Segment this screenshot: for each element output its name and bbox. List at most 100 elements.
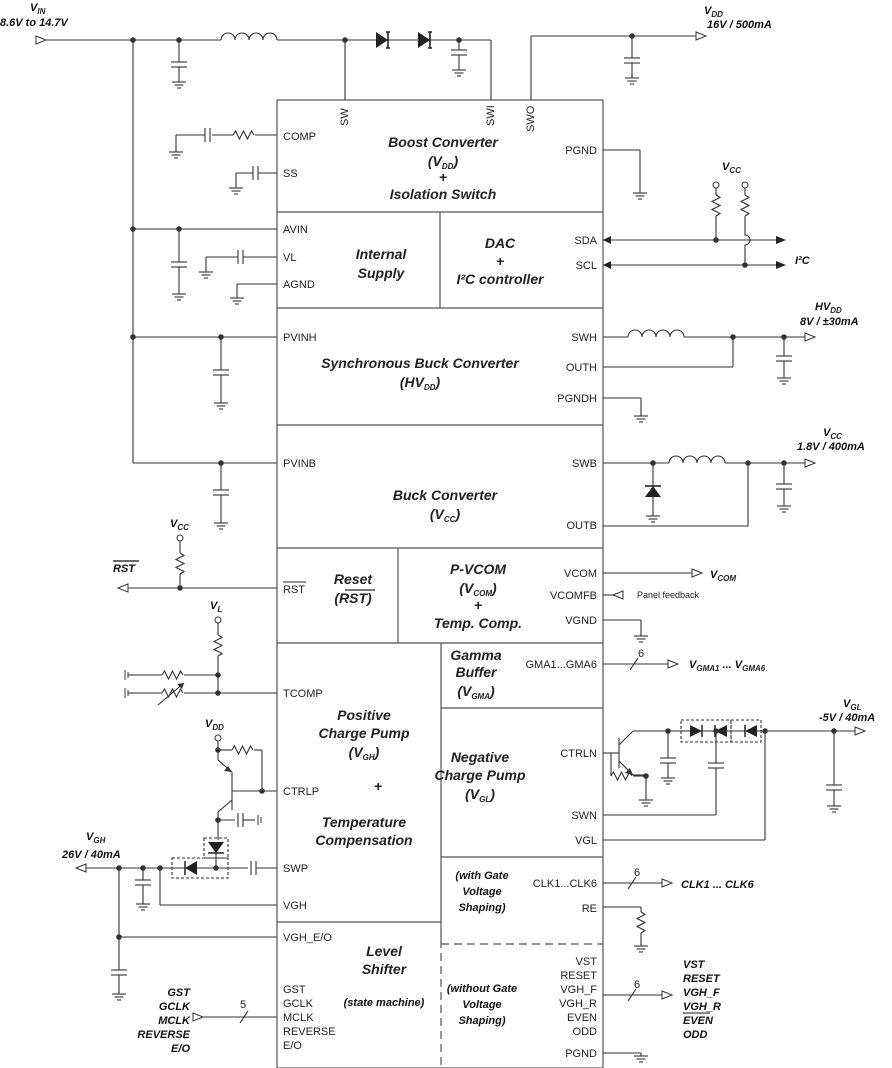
svg-text:AVIN: AVIN <box>283 224 308 236</box>
positive-charge-pump-block: Positive Charge Pump (VGH) + Temperature… <box>315 707 412 848</box>
svg-text:PVINH: PVINH <box>283 332 317 344</box>
svg-text:Buck Converter: Buck Converter <box>393 487 499 503</box>
sync-buck-block: Synchronous Buck Converter (HVDD) <box>321 355 520 392</box>
svg-text:RESET: RESET <box>683 973 721 985</box>
svg-text:VCC: VCC <box>823 427 842 441</box>
svg-text:Gamma: Gamma <box>450 647 502 663</box>
svg-text:COMP: COMP <box>283 131 316 143</box>
svg-text:OUTB: OUTB <box>566 520 597 532</box>
svg-text:VDD: VDD <box>704 5 723 19</box>
vdd-output: VDD 16V / 500mA <box>530 5 772 100</box>
svg-text:Temperature: Temperature <box>322 814 407 830</box>
vcc-output: VCC 1.8V / 400mA <box>603 427 865 527</box>
svg-text:VL: VL <box>283 252 296 264</box>
i2c-bus: VCC I²C <box>603 161 811 269</box>
svg-text:6: 6 <box>634 979 640 991</box>
rst-output: VCC RST <box>113 518 277 593</box>
svg-text:26V / 40mA: 26V / 40mA <box>61 849 121 861</box>
dac-block: DAC + I²C controller <box>456 235 545 287</box>
comp-network <box>168 127 277 159</box>
svg-text:E/O: E/O <box>171 1043 190 1055</box>
pvcom-block: P-VCOM (VCOM) + Temp. Comp. <box>434 561 522 631</box>
svg-text:CTRLP: CTRLP <box>283 786 319 798</box>
with-gate-voltage-shaping-label: (with Gate Voltage Shaping) <box>455 870 508 914</box>
vgl-network: VGL -5V / 40mA <box>603 698 875 841</box>
svg-text:SDA: SDA <box>574 235 597 247</box>
svg-text:DAC: DAC <box>485 235 516 251</box>
buck-converter-block: Buck Converter (VCC) <box>393 487 499 524</box>
svg-text:(HVDD): (HVDD) <box>400 374 441 392</box>
svg-text:GMA1...GMA6: GMA1...GMA6 <box>525 659 597 671</box>
svg-text:(with Gate: (with Gate <box>455 870 508 882</box>
svg-text:8V / ±30mA: 8V / ±30mA <box>800 316 859 328</box>
svg-text:(VCC): (VCC) <box>430 506 461 524</box>
gamma-output: 6 VGMA1 ... VGMA6 <box>603 648 766 673</box>
svg-text:MCLK: MCLK <box>283 1012 314 1024</box>
svg-text:(RST): (RST) <box>334 590 372 606</box>
svg-text:6: 6 <box>634 867 640 879</box>
svg-text:Shaping): Shaping) <box>458 902 505 914</box>
svg-text:(VCOM): (VCOM) <box>459 580 497 598</box>
svg-text:SWI: SWI <box>485 105 497 126</box>
pgnd2-ground <box>603 1052 648 1063</box>
ic-outline <box>276 99 604 1068</box>
svg-text:ODD: ODD <box>683 1029 708 1041</box>
svg-text:(without Gate: (without Gate <box>447 983 517 995</box>
swi-wiring <box>430 37 492 100</box>
svg-text:(VDD): (VDD) <box>428 153 459 171</box>
svg-text:I²C: I²C <box>795 255 811 267</box>
svg-text:REVERSE: REVERSE <box>283 1026 336 1038</box>
re-resistor <box>603 906 649 953</box>
svg-text:Shaping): Shaping) <box>458 1015 505 1027</box>
svg-text:6: 6 <box>638 648 644 660</box>
svg-text:VCC: VCC <box>170 518 189 532</box>
svg-text:Negative: Negative <box>451 749 510 765</box>
svg-text:VST: VST <box>683 959 706 971</box>
svg-text:Voltage: Voltage <box>462 886 501 898</box>
ss-capacitor <box>228 165 277 195</box>
vcom-output: VCOM Panel feedback <box>603 568 736 643</box>
svg-text:Charge Pump: Charge Pump <box>318 725 409 741</box>
svg-text:EVEN: EVEN <box>567 1012 597 1024</box>
pgndh-ground <box>603 397 649 423</box>
svg-text:VGMA1 ... VGMA6: VGMA1 ... VGMA6 <box>689 659 766 673</box>
svg-text:Shifter: Shifter <box>362 961 408 977</box>
svg-text:+: + <box>374 778 382 794</box>
level-shifter-block: Level Shifter (state machine) <box>344 943 425 1009</box>
svg-text:5: 5 <box>240 999 246 1011</box>
svg-text:Reset: Reset <box>334 571 373 587</box>
svg-text:VGH: VGH <box>86 831 106 845</box>
svg-text:Boost Converter: Boost Converter <box>388 134 499 150</box>
svg-text:(VGH): (VGH) <box>349 744 380 762</box>
svg-text:PGND: PGND <box>565 1048 597 1060</box>
svg-text:VGH_R: VGH_R <box>683 1001 721 1013</box>
ctrlp-network: VDD <box>205 718 277 840</box>
svg-text:VGL: VGL <box>575 835 597 847</box>
negative-charge-pump-block: Negative Charge Pump (VGL) <box>434 749 525 804</box>
svg-text:Synchronous Buck Converter: Synchronous Buck Converter <box>321 355 520 371</box>
svg-text:GCLK: GCLK <box>283 998 314 1010</box>
svg-text:RST: RST <box>113 563 136 575</box>
vgh-network: VGH 26V / 40mA <box>61 831 277 1001</box>
svg-text:Charge Pump: Charge Pump <box>434 767 525 783</box>
svg-text:VGH: VGH <box>283 900 307 912</box>
svg-text:SWP: SWP <box>283 863 308 875</box>
internal-supply-block: Internal Supply <box>356 246 408 281</box>
svg-text:SWO: SWO <box>525 105 537 132</box>
svg-text:MCLK: MCLK <box>158 1015 191 1027</box>
svg-text:+: + <box>474 597 482 613</box>
svg-text:GCLK: GCLK <box>159 1001 191 1013</box>
tcomp-network: VL <box>124 600 277 706</box>
svg-text:VDD: VDD <box>205 718 224 732</box>
svg-text:-5V / 40mA: -5V / 40mA <box>819 712 875 724</box>
svg-text:CLK1 ... CLK6: CLK1 ... CLK6 <box>681 879 755 891</box>
gamma-buffer-block: Gamma Buffer (VGMA) <box>450 647 502 701</box>
avin-network <box>133 226 277 301</box>
svg-text:TCOMP: TCOMP <box>283 688 323 700</box>
schottky-diode-1-icon <box>376 31 390 49</box>
without-gate-voltage-shaping-label: (without Gate Voltage Shaping) <box>447 983 517 1027</box>
svg-text:(VGL): (VGL) <box>465 786 495 804</box>
hvdd-output: HVDD 8V / ±30mA <box>603 301 859 385</box>
svg-text:Supply: Supply <box>358 265 406 281</box>
